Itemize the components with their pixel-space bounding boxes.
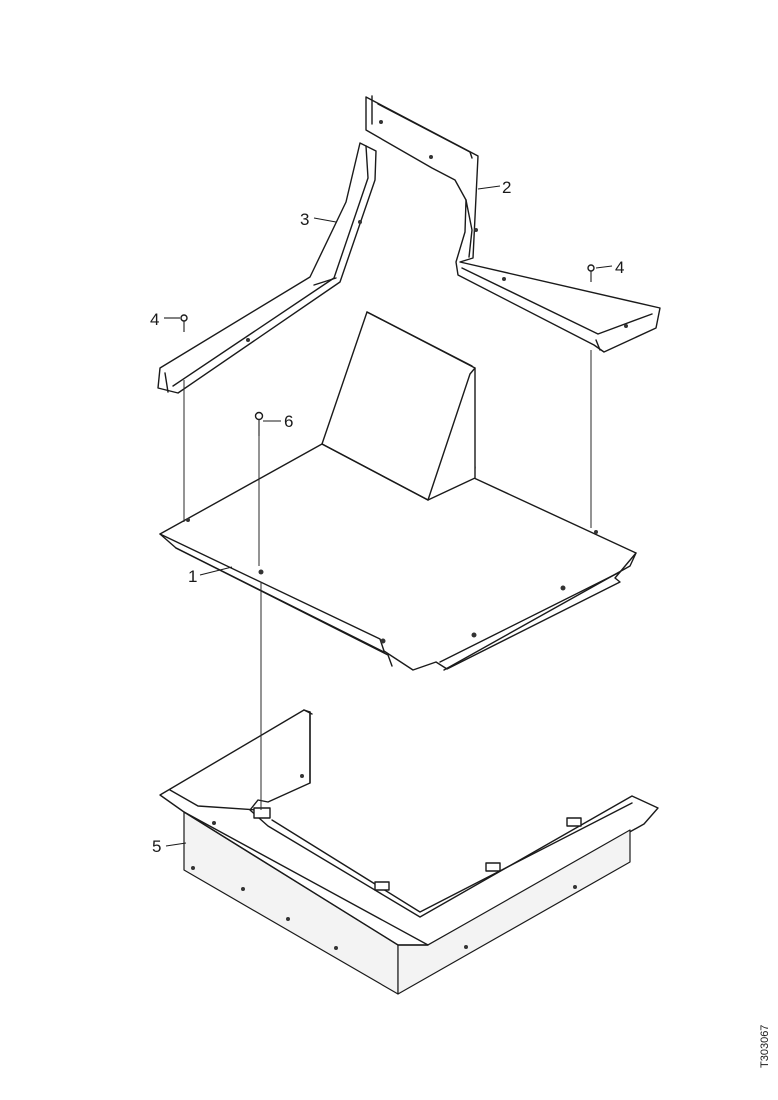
- fastener-4-left: [180, 314, 188, 522]
- part-1-base-plate: [159, 311, 637, 671]
- callout-6: 6: [284, 412, 293, 431]
- callout-5: 5: [152, 837, 161, 856]
- fastener-6: [254, 411, 264, 810]
- part-5-bottom-frame: [159, 709, 659, 995]
- part-2-side-panel: [365, 95, 661, 353]
- callout-4-right: 4: [615, 258, 624, 277]
- callout-4-left: 4: [150, 310, 159, 329]
- callout-3: 3: [300, 210, 309, 229]
- drawing-reference-number: T303067: [759, 1025, 771, 1068]
- part-3-side-panel: [157, 142, 377, 394]
- callout-2: 2: [502, 178, 511, 197]
- callout-1: 1: [188, 567, 197, 586]
- fastener-4-right: [587, 264, 595, 528]
